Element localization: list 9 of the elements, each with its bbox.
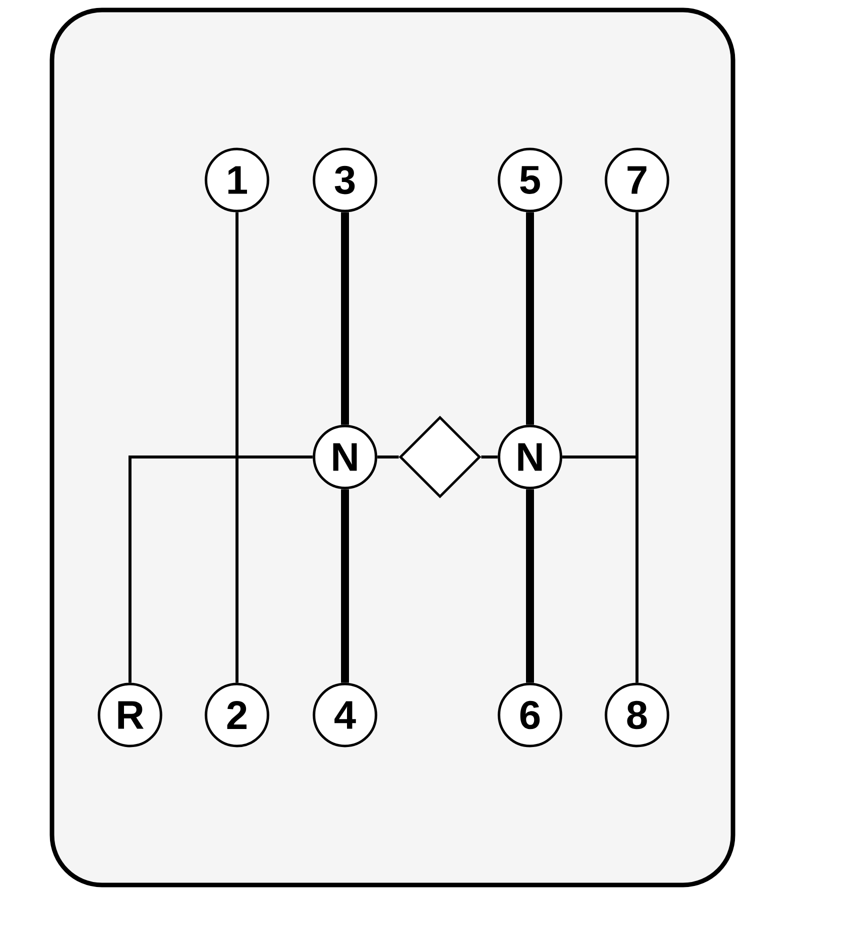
shift-line <box>341 212 349 425</box>
shift-line <box>128 456 313 683</box>
shift-line <box>526 489 534 683</box>
shift-line <box>377 456 399 458</box>
shift-line <box>341 489 349 683</box>
shift-line <box>481 456 498 458</box>
shift-line <box>562 456 638 683</box>
shift-line <box>236 212 238 683</box>
shift-line <box>526 212 534 425</box>
